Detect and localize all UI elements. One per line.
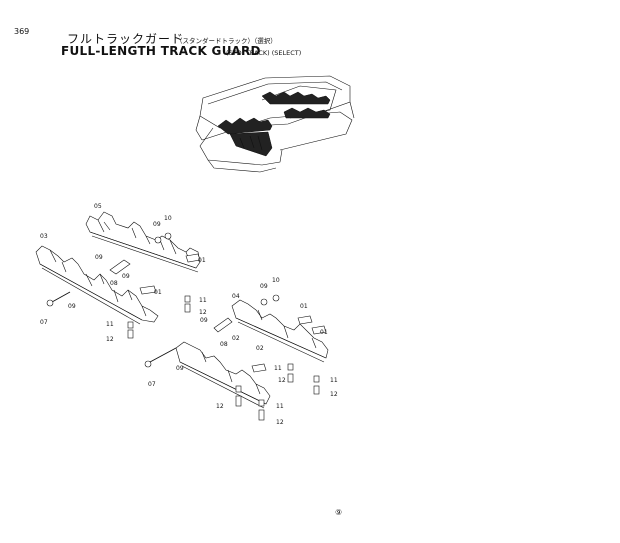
callout-08: 08 (110, 280, 118, 287)
track-guard-04 (231, 299, 329, 363)
title-english: FULL-LENGTH TRACK GUARD (61, 44, 261, 58)
callout-09: 09 (200, 317, 208, 324)
callout-12: 12 (106, 336, 114, 343)
callout-01: 01 (300, 303, 308, 310)
title-english-subtitle: (STD. TRACK) (SELECT) (226, 49, 302, 57)
title-japanese-subtitle: （スタンダードトラック）（選択） (176, 37, 277, 45)
callout-11: 11 (106, 321, 114, 328)
callout-12: 12 (199, 309, 207, 316)
small-parts (46, 232, 327, 421)
callout-09: 09 (260, 283, 268, 290)
callout-labels: 05 03 09 10 09 08 09 01 01 11 12 10 09 0… (40, 203, 338, 426)
callout-02: 02 (232, 335, 240, 342)
callout-11: 11 (274, 365, 282, 372)
track-guard-02 (175, 341, 271, 409)
callout-02: 02 (256, 345, 264, 352)
callout-07: 07 (40, 319, 48, 326)
callout-01: 01 (154, 289, 162, 296)
callout-12: 12 (330, 391, 338, 398)
callout-09: 09 (122, 273, 130, 280)
callout-12: 12 (276, 419, 284, 426)
page-stamp: ⑨ (335, 508, 343, 517)
callout-09: 09 (68, 303, 76, 310)
callout-01: 01 (198, 257, 206, 264)
callout-04: 04 (232, 293, 240, 300)
callout-10: 10 (272, 277, 280, 284)
page-number: 369 (14, 27, 30, 36)
callout-11: 11 (199, 297, 207, 304)
callout-05: 05 (94, 203, 102, 210)
callout-09: 09 (95, 254, 103, 261)
title-japanese: フルトラックガード (67, 32, 185, 46)
callout-09: 09 (153, 221, 161, 228)
callout-07: 07 (148, 381, 156, 388)
track-guard-05 (85, 211, 201, 273)
callout-12: 12 (278, 377, 286, 384)
callout-09: 09 (176, 365, 184, 372)
track-guard-03 (35, 245, 159, 325)
callout-11: 11 (330, 377, 338, 384)
callout-08: 08 (220, 341, 228, 348)
callout-03: 03 (40, 233, 48, 240)
callout-12: 12 (216, 403, 224, 410)
undercarriage-key-drawing (195, 75, 355, 173)
callout-11: 11 (276, 403, 284, 410)
callout-10: 10 (164, 215, 172, 222)
callout-01: 01 (320, 329, 328, 336)
